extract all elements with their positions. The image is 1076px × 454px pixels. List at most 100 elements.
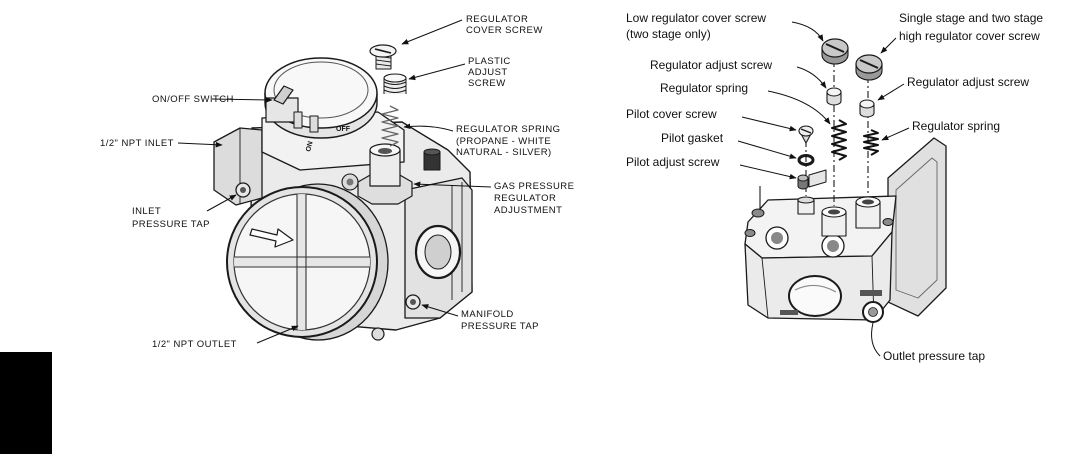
corner-screw: [882, 218, 894, 226]
flow-arrow-icon: [249, 228, 294, 248]
high-regulator-spring-part: [863, 129, 879, 156]
label-pilot-cover-screw: Pilot cover screw: [626, 107, 717, 121]
leader-manifold-pressure-tap: [421, 304, 459, 317]
body-tag: [860, 290, 882, 296]
outlet-port-bore: [424, 234, 452, 270]
corner-black-block: [0, 352, 52, 454]
regulator-tower: [357, 143, 413, 205]
leader-npt-outlet: [256, 325, 299, 344]
label-regulator-spring-high: Regulator spring: [912, 119, 1000, 133]
leader-pilot-cover-screw: [741, 116, 797, 132]
bottom-bolt: [371, 327, 385, 341]
label-high-regulator-cover-screw: high regulator cover screw: [899, 29, 1040, 43]
inlet-pressure-tap-bore: [240, 187, 246, 193]
high-regulator-tower: [855, 196, 881, 229]
leader-on-off-switch: [211, 97, 273, 103]
high-regulator-adjust-screw-part: [859, 99, 875, 118]
label-regulator-spring: REGULATOR SPRING: [456, 124, 561, 135]
low-regulator-spring-part: [831, 119, 847, 161]
label-regulator-spring: NATURAL - SILVER): [456, 147, 552, 158]
face-divider-horizontal: [234, 257, 370, 267]
low-regulator-tower: [821, 206, 847, 237]
label-regulator-adjust-screw-low: Regulator adjust screw: [650, 58, 772, 72]
regulator-cover-inner-ring: [273, 61, 369, 119]
leader-regulator-adjust-screw-high: [877, 83, 905, 101]
leader-regulator-cover-screw: [401, 19, 463, 45]
label-manifold-pressure-tap: PRESSURE TAP: [461, 321, 539, 332]
valve-knob: [423, 148, 441, 171]
left-labels: REGULATOR COVER SCREW PLASTIC ADJUST SCR…: [100, 14, 574, 350]
leader-outlet-pressure-tap: [871, 322, 881, 357]
high-adjust-screw-top: [859, 99, 875, 109]
regulator-spring-part: [381, 105, 399, 147]
body-tag: [780, 310, 798, 315]
adjust-screw-top: [383, 73, 407, 83]
switch-post: [293, 111, 303, 129]
regulator-tower-bore: [378, 148, 392, 154]
cover-screw-slot: [374, 48, 392, 54]
leader-inlet-pressure-tap: [206, 194, 237, 212]
label-manifold-pressure-tap: MANIFOLD: [461, 309, 514, 320]
label-regulator-spring: (PROPANE - WHITE: [456, 136, 551, 147]
pilot-adjust-screw-top: [797, 174, 809, 182]
label-on-off-switch: ON/OFF SWITCH: [152, 94, 234, 105]
low-cover-screw-slot: [825, 43, 845, 53]
switch-lever: [273, 85, 294, 105]
label-inlet-pressure-tap: INLET: [132, 206, 161, 217]
pilot-adjust-screw-part: [797, 169, 827, 190]
label-low-regulator-cover-screw: Low regulator cover screw: [626, 11, 766, 25]
pilot-cover-screw-part: [798, 125, 814, 144]
leader-regulator-spring: [403, 123, 454, 132]
label-low-regulator-cover-screw: (two stage only): [626, 27, 711, 41]
corner-screw: [751, 208, 765, 218]
regulator-exploded-illustration: [744, 38, 947, 323]
inlet-port-hole-bore: [771, 232, 783, 244]
leader-regulator-spring-low: [767, 90, 831, 125]
right-labels: Low regulator cover screw (two stage onl…: [626, 11, 1043, 363]
switch-off-marking: OFF: [336, 126, 351, 133]
pilot-port-top: [797, 196, 815, 204]
label-outlet-pressure-tap: Outlet pressure tap: [883, 349, 985, 363]
switch-post: [309, 115, 319, 133]
label-inlet-pressure-tap: PRESSURE TAP: [132, 219, 210, 230]
leader-low-regulator-cover-screw: [791, 21, 824, 42]
high-regulator-cover-screw-part: [855, 54, 883, 81]
body-port-hole-bore: [827, 240, 839, 252]
low-regulator-adjust-screw-part: [826, 87, 842, 106]
leader-regulator-spring-high: [881, 127, 910, 141]
leader-gas-pressure-adjustment: [413, 181, 492, 188]
label-gas-pressure-adjustment: GAS PRESSURE: [494, 181, 574, 192]
corner-screw: [744, 229, 756, 237]
pilot-gasket-part: [797, 154, 815, 166]
leader-high-regulator-cover-screw: [880, 37, 897, 54]
knob-top: [423, 148, 441, 156]
label-npt-outlet: 1/2" NPT OUTLET: [152, 339, 237, 350]
plastic-adjust-screw-part: [383, 73, 407, 94]
label-regulator-spring-low: Regulator spring: [660, 81, 748, 95]
low-tower-bore: [828, 209, 840, 215]
label-pilot-gasket: Pilot gasket: [661, 131, 724, 145]
pilot-adjust-bracket: [808, 169, 827, 188]
on-off-switch: OFF ON: [265, 85, 351, 153]
body-fitting: [346, 178, 354, 186]
leader-regulator-adjust-screw-low: [796, 66, 827, 89]
label-pilot-adjust-screw: Pilot adjust screw: [626, 155, 720, 169]
pilot-cover-screw-slot: [800, 128, 812, 134]
valve-face: [226, 183, 389, 341]
adjust-screw-threads: [383, 78, 407, 94]
high-cover-screw-slot: [859, 59, 879, 69]
label-npt-inlet: 1/2" NPT INLET: [100, 138, 174, 149]
label-regulator-adjust-screw-high: Regulator adjust screw: [907, 75, 1029, 89]
left-leader-lines: [177, 19, 492, 344]
leader-pilot-adjust-screw: [739, 164, 797, 180]
pilot-port: [797, 196, 815, 215]
label-gas-pressure-adjustment: REGULATOR: [494, 193, 556, 204]
low-adjust-screw-top: [826, 87, 842, 97]
leader-pilot-gasket: [737, 140, 797, 159]
label-plastic-adjust-screw: SCREW: [468, 78, 506, 89]
manifold-pressure-tap-bore: [410, 299, 416, 305]
leader-plastic-adjust-screw: [408, 63, 466, 81]
leader-npt-inlet: [177, 141, 223, 148]
gas-valve-illustration: OFF ON: [213, 44, 473, 341]
